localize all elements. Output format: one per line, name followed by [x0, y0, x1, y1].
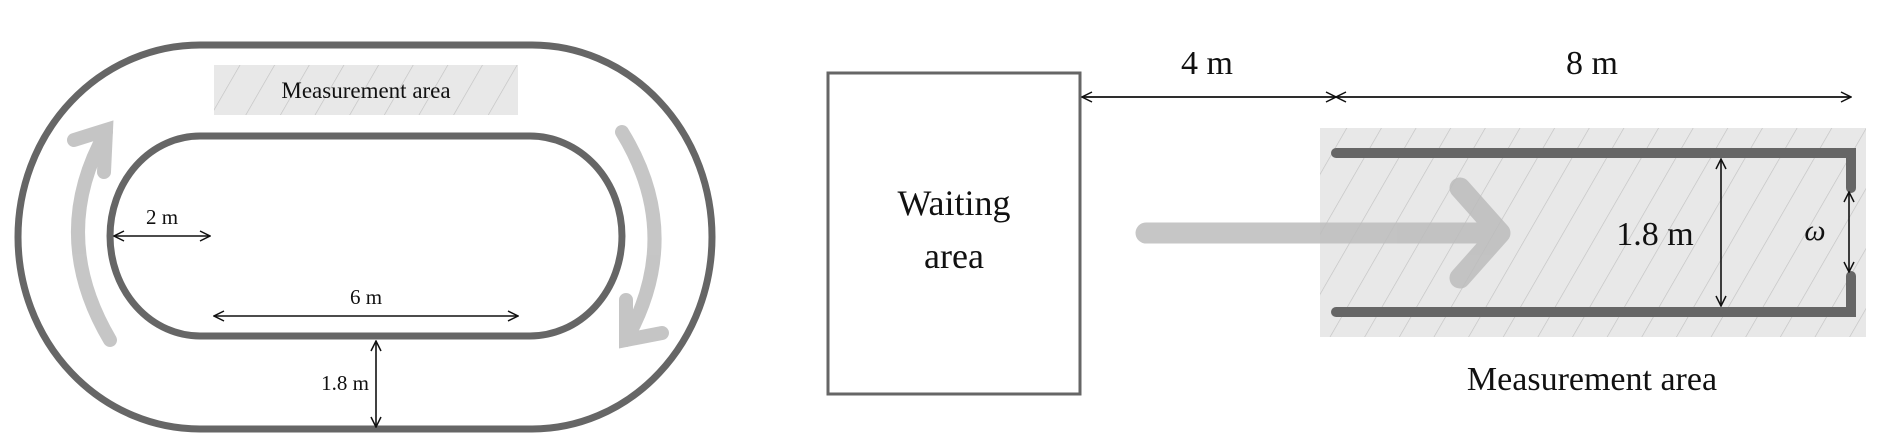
dim-label-1-8m-left: 1.8 m [321, 371, 369, 395]
corridor-setup: Waiting area 4 m 8 m 1.8 m ω Measurement… [826, 45, 1866, 398]
flow-arrow-left [67, 120, 117, 347]
waiting-area-box [826, 71, 1082, 396]
waiting-area-label-line2: area [924, 236, 984, 276]
dim-label-4m: 4 m [1181, 45, 1233, 82]
dim-label-8m: 8 m [1566, 45, 1618, 82]
dim-label-omega: ω [1804, 214, 1825, 247]
inner-wall [106, 132, 626, 340]
outer-wall [14, 41, 716, 433]
flow-arrow-corridor [1135, 177, 1511, 289]
corridor-walls [1331, 148, 1856, 317]
flow-arrow-right [615, 125, 669, 349]
measurement-area-label: Measurement area [281, 78, 450, 103]
measurement-area-oval: Measurement area [214, 65, 518, 115]
measurement-area-corridor-label: Measurement area [1467, 361, 1717, 398]
dim-label-1-8m-right: 1.8 m [1616, 216, 1693, 253]
dim-label-6m: 6 m [350, 285, 382, 309]
oval-track-setup: Measurement area 2 m 6 m 1.8 m [14, 41, 716, 433]
dim-label-2m: 2 m [146, 205, 178, 229]
waiting-area-label-line1: Waiting [897, 183, 1010, 223]
